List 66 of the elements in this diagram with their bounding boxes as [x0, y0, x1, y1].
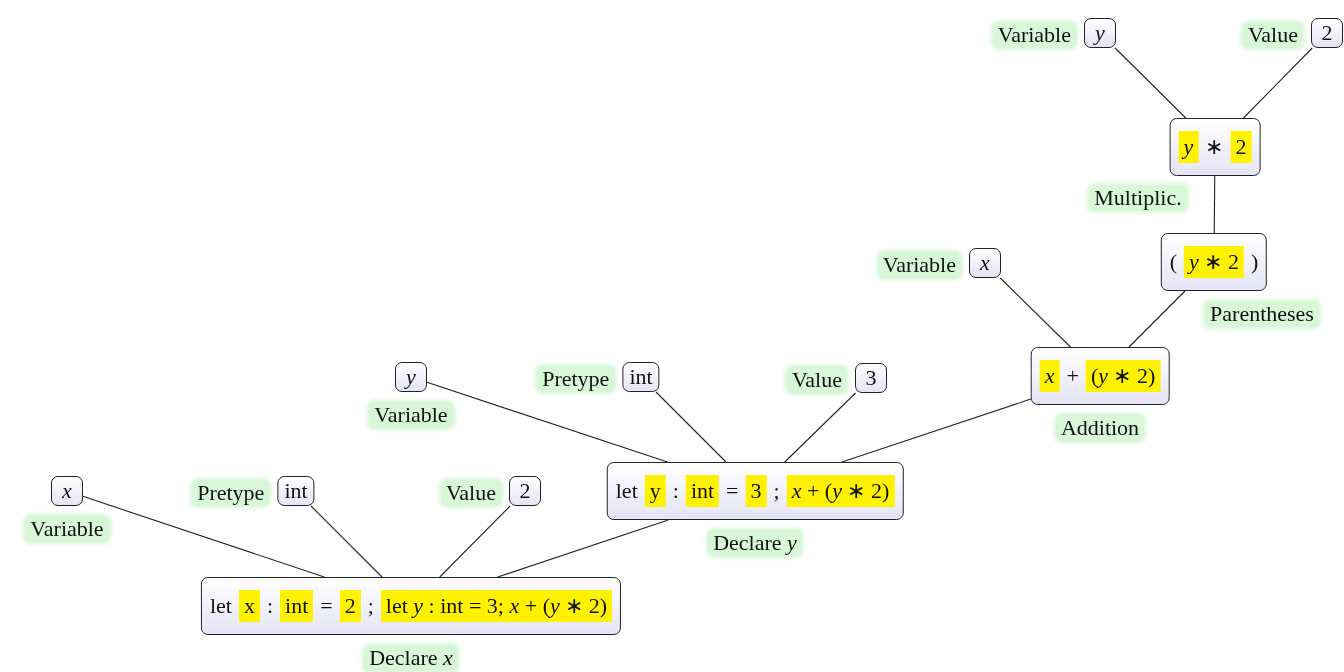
- expression-node-box: [1160, 233, 1268, 291]
- tree-edge: [1128, 290, 1186, 348]
- node-label-tag: Variable: [369, 402, 453, 428]
- leaf-node-box: 2: [509, 476, 541, 506]
- highlighted-term: (y ∗ 2): [1085, 360, 1161, 392]
- highlighted-term: y ∗ 2: [1184, 246, 1244, 278]
- expression-node-box: [200, 577, 622, 635]
- code-token: let: [615, 478, 638, 504]
- highlighted-term: y: [644, 475, 666, 507]
- code-token: :: [672, 478, 679, 504]
- highlighted-term: x: [1039, 360, 1060, 392]
- leaf-node-box: 3: [855, 363, 887, 393]
- code-token: let: [209, 593, 232, 619]
- code-token: =: [726, 478, 739, 504]
- code-token: :: [266, 593, 274, 619]
- code-token: ;: [773, 478, 780, 504]
- tree-edge: [841, 398, 1032, 463]
- highlighted-term: let y : int = 3; x + (y ∗ 2): [380, 590, 613, 622]
- leaf-node-box: x: [51, 476, 83, 506]
- tree-edge: [784, 392, 857, 463]
- highlighted-term: int: [685, 475, 720, 507]
- expression-node-box: [1169, 118, 1261, 176]
- leaf-node-box: int: [622, 362, 660, 392]
- node-label-tag: Multiplic.: [1089, 185, 1187, 211]
- code-token: +: [1066, 363, 1079, 389]
- node-label-tag: Value: [786, 367, 847, 393]
- node-label-tag: Value: [440, 480, 501, 506]
- node-label-tag: Parentheses: [1205, 301, 1319, 327]
- leaf-node-box: 2: [1311, 18, 1343, 48]
- node-label-tag: Variable: [992, 22, 1076, 48]
- node-label-tag: Variable: [25, 516, 109, 542]
- highlighted-term: int: [280, 590, 314, 622]
- node-label-tag: Declare x: [364, 645, 458, 671]
- highlighted-term: 2: [339, 590, 361, 622]
- highlighted-term: 2: [1230, 131, 1252, 163]
- tree-edge: [1213, 175, 1216, 234]
- tree-edge: [1114, 47, 1187, 119]
- tree-edge: [82, 495, 325, 578]
- code-token: (: [1169, 249, 1178, 275]
- node-label-tag: Pretype: [192, 480, 270, 506]
- expression-node-box: [606, 462, 904, 520]
- code-token: =: [320, 593, 333, 619]
- node-label-tag: Addition: [1055, 415, 1145, 441]
- code-token: ): [1250, 249, 1259, 275]
- leaf-node-box: int: [277, 476, 315, 506]
- tree-edge: [310, 505, 383, 578]
- tree-edge: [439, 505, 511, 578]
- code-token: ;: [367, 593, 374, 619]
- node-label-tag: Pretype: [537, 366, 615, 392]
- highlighted-term: y: [1178, 131, 1199, 163]
- highlighted-term: 3: [745, 475, 767, 507]
- node-label-tag: Declare y: [708, 530, 802, 556]
- tree-edge: [426, 381, 669, 463]
- tree-edge: [497, 519, 669, 578]
- leaf-node-box: y: [395, 362, 427, 392]
- tree-edge: [999, 277, 1072, 348]
- tree-edge: [1242, 47, 1313, 119]
- tree-edge: [655, 391, 727, 463]
- node-label-tag: Variable: [877, 252, 961, 278]
- highlighted-term: x: [238, 590, 260, 622]
- node-label-tag: Value: [1242, 22, 1303, 48]
- highlighted-term: x + (y ∗ 2): [786, 475, 895, 507]
- leaf-node-box: x: [969, 248, 1001, 278]
- leaf-node-box: y: [1084, 18, 1116, 48]
- expression-node-box: [1030, 347, 1170, 405]
- code-token: ∗: [1205, 134, 1224, 160]
